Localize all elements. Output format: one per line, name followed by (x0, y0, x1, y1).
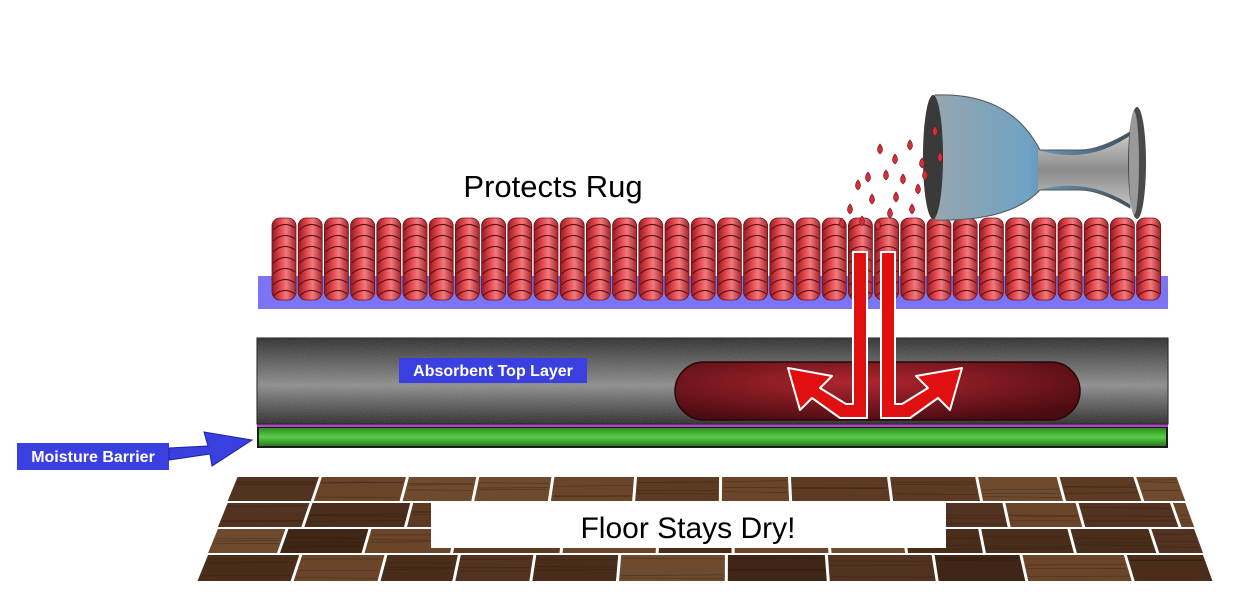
rug-fiber (428, 217, 454, 301)
rug-fiber (1031, 217, 1057, 301)
rug-fiber (926, 217, 952, 301)
rug-fiber (1083, 217, 1109, 301)
wood-plank (727, 555, 827, 581)
rug-fiber (481, 217, 507, 301)
wine-drop-icon (855, 179, 861, 191)
wood-plank (721, 477, 790, 501)
rug-fiber (271, 217, 297, 301)
wine-drop-icon (909, 203, 915, 215)
wood-plank (1070, 529, 1157, 553)
wood-plank (1078, 503, 1179, 527)
wood-plank (227, 477, 319, 501)
rug-fiber (350, 217, 376, 301)
rug-fiber (454, 217, 480, 301)
wood-plank (618, 555, 725, 581)
wood-plank (890, 477, 981, 501)
wood-plank (790, 477, 891, 501)
rug-fibers (271, 217, 1161, 301)
absorbent-label-box (399, 358, 587, 383)
wine-drop-icon (875, 219, 881, 231)
wine-drop-icon (865, 171, 871, 183)
wine-drop-icon (877, 143, 883, 155)
wood-plank (380, 555, 458, 581)
rug-fiber (717, 217, 742, 301)
rug-fiber (1110, 217, 1135, 301)
rug-fiber (769, 217, 795, 301)
wine-drop-icon (847, 203, 853, 215)
spill-flow-arrows (787, 251, 963, 419)
moisture-barrier-label: Moisture Barrier (31, 449, 155, 466)
spill-absorbed (674, 361, 1081, 421)
rug-fiber (979, 217, 1004, 301)
wine-drop-icon (932, 125, 938, 137)
rug-fiber (900, 217, 926, 301)
wine-drops (839, 125, 943, 231)
wine-glass (923, 94, 1146, 221)
wood-plank (402, 477, 477, 501)
wood-plank (937, 503, 1008, 527)
wood-plank (1059, 477, 1142, 501)
rug-fiber (795, 217, 821, 301)
wine-drop-icon (869, 193, 875, 205)
wood-plank (1136, 477, 1186, 501)
wine-drop-icon (922, 169, 928, 181)
wood-plank (532, 555, 619, 581)
diagram-title: Protects Rug (463, 169, 642, 204)
wood-plank (635, 477, 720, 501)
wood-plank (279, 529, 369, 553)
wine-drop-icon (915, 183, 921, 195)
pointer-arrow-icon (168, 431, 254, 467)
floor-label: Floor Stays Dry! (580, 512, 795, 545)
wine-drop-icon (919, 157, 925, 169)
rug-fiber (402, 217, 428, 301)
moisture-barrier-callout: Moisture Barrier (17, 431, 254, 470)
rug-fiber (507, 217, 533, 301)
rug-fiber (1057, 217, 1083, 301)
wood-plank (474, 477, 552, 501)
wood-plank (293, 555, 385, 581)
wood-plank (978, 477, 1064, 501)
floor-label-box (431, 503, 946, 548)
wood-plank (827, 555, 936, 581)
rug-fiber (612, 217, 637, 301)
wine-drop-icon (893, 191, 899, 203)
absorbent-label: Absorbent Top Layer (413, 363, 573, 380)
rug-fiber (533, 217, 559, 301)
rug-fiber (821, 217, 847, 301)
wood-plank (197, 555, 300, 581)
wine-drop-icon (887, 207, 893, 219)
rug-fiber (1005, 217, 1030, 301)
wine-drop-icon (883, 169, 889, 181)
wood-plank (934, 555, 1026, 581)
wine-drop-icon (900, 173, 906, 185)
moisture-barrier-layer (257, 424, 1168, 448)
wood-plank (1022, 555, 1132, 581)
rug-fiber (376, 217, 402, 301)
rug-fiber (690, 217, 716, 301)
arrow-right (880, 251, 963, 419)
rug-fiber (1136, 217, 1161, 301)
wine-drop-icon (892, 153, 898, 165)
wood-plank (1151, 529, 1203, 553)
wine-drop-icon (859, 215, 865, 227)
arrow-left (787, 251, 868, 419)
wood-plank (1126, 555, 1213, 581)
wood-plank (550, 477, 635, 501)
wine-drop-icon (839, 217, 845, 229)
rug-fiber (638, 217, 664, 301)
rug-fiber (743, 217, 768, 301)
rug-fiber (559, 217, 585, 301)
rug-fiber (323, 217, 349, 301)
rug-fiber (664, 217, 690, 301)
rug-fiber (297, 217, 323, 301)
wine-drop-icon (907, 139, 913, 151)
rug-fiber (952, 217, 978, 301)
wood-plank (981, 529, 1074, 553)
wine-drop-icon (937, 151, 943, 163)
moisture-barrier-label-box (17, 443, 169, 470)
rug-fiber (586, 217, 611, 301)
